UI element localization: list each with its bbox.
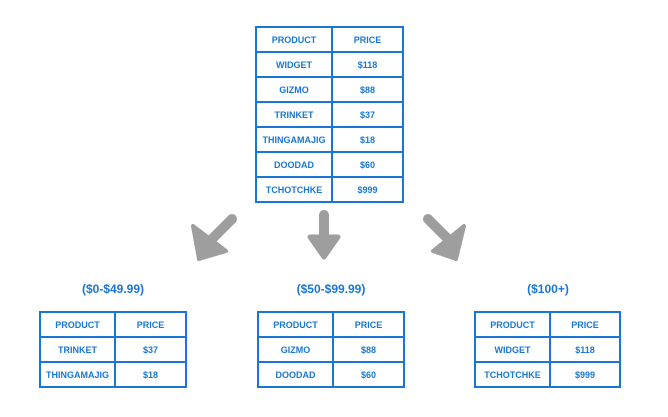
header-product: PRODUCT: [255, 26, 333, 53]
header-price: PRICE: [114, 311, 187, 338]
price-cell: $60: [332, 361, 405, 388]
product-cell: THINGAMAJIG: [255, 126, 333, 153]
table-row: WIDGET $118: [255, 51, 404, 78]
header-price: PRICE: [331, 26, 404, 53]
bucket-label-high: ($100+): [527, 282, 569, 296]
price-cell: $18: [331, 126, 404, 153]
price-cell: $88: [331, 76, 404, 103]
table-header-row: PRODUCT PRICE: [39, 311, 187, 338]
table-row: WIDGET $118: [474, 336, 621, 363]
header-product: PRODUCT: [39, 311, 116, 338]
table-row: TRINKET $37: [39, 336, 187, 363]
price-cell: $37: [114, 336, 187, 363]
table-row: TRINKET $37: [255, 101, 404, 128]
product-cell: TCHOTCHKE: [255, 176, 333, 203]
table-row: DOODAD $60: [255, 151, 404, 178]
bucket-label-mid: ($50-$99.99): [296, 282, 366, 296]
price-cell: $999: [549, 361, 621, 388]
table-row: TCHOTCHKE $999: [474, 361, 621, 388]
table-row: THINGAMAJIG $18: [39, 361, 187, 388]
product-cell: WIDGET: [474, 336, 551, 363]
product-cell: TCHOTCHKE: [474, 361, 551, 388]
bucket-table-low: PRODUCT PRICE TRINKET $37 THINGAMAJIG $1…: [39, 311, 187, 388]
price-cell: $118: [549, 336, 621, 363]
product-cell: GIZMO: [257, 336, 334, 363]
price-cell: $999: [331, 176, 404, 203]
table-row: DOODAD $60: [257, 361, 405, 388]
header-product: PRODUCT: [257, 311, 334, 338]
price-cell: $118: [331, 51, 404, 78]
table-row: TCHOTCHKE $999: [255, 176, 404, 203]
main-product-table: PRODUCT PRICE WIDGET $118 GIZMO $88 TRIN…: [255, 26, 404, 203]
price-cell: $60: [331, 151, 404, 178]
arrow-down-icon: [307, 210, 341, 260]
table-row: THINGAMAJIG $18: [255, 126, 404, 153]
arrow-down-right-icon: [423, 214, 466, 261]
product-cell: THINGAMAJIG: [39, 361, 116, 388]
arrow-down-left-icon: [191, 214, 237, 261]
product-cell: GIZMO: [255, 76, 333, 103]
header-price: PRICE: [332, 311, 405, 338]
bucket-table-high: PRODUCT PRICE WIDGET $118 TCHOTCHKE $999: [474, 311, 621, 388]
product-cell: DOODAD: [257, 361, 334, 388]
table-header-row: PRODUCT PRICE: [255, 26, 404, 53]
header-product: PRODUCT: [474, 311, 551, 338]
table-row: GIZMO $88: [255, 76, 404, 103]
price-cell: $88: [332, 336, 405, 363]
product-cell: TRINKET: [39, 336, 116, 363]
table-header-row: PRODUCT PRICE: [474, 311, 621, 338]
bucket-label-low: ($0-$49.99): [81, 282, 145, 296]
price-cell: $18: [114, 361, 187, 388]
price-cell: $37: [331, 101, 404, 128]
product-cell: TRINKET: [255, 101, 333, 128]
table-header-row: PRODUCT PRICE: [257, 311, 405, 338]
product-cell: DOODAD: [255, 151, 333, 178]
bucket-table-mid: PRODUCT PRICE GIZMO $88 DOODAD $60: [257, 311, 405, 388]
product-cell: WIDGET: [255, 51, 333, 78]
table-row: GIZMO $88: [257, 336, 405, 363]
header-price: PRICE: [549, 311, 621, 338]
